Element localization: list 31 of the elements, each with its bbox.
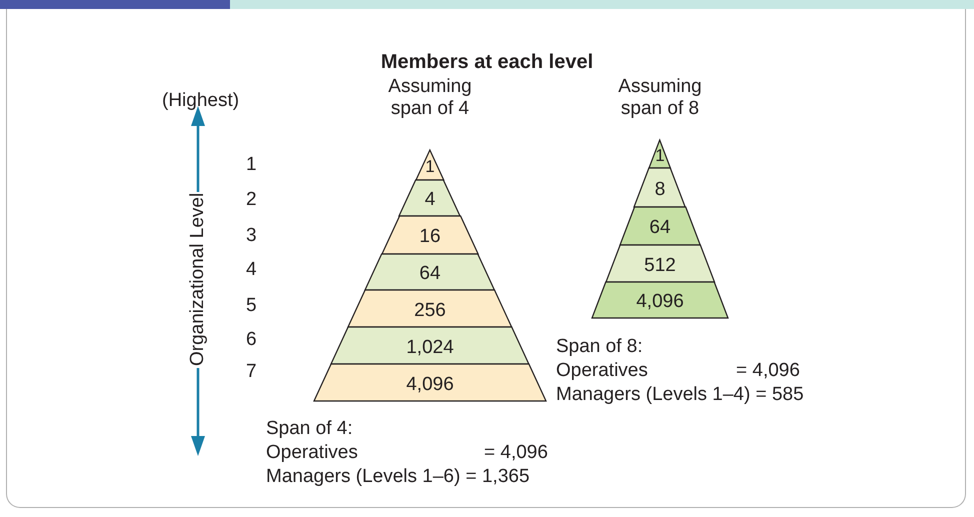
summary-text: Span of 8:: [556, 336, 643, 358]
level-number: 1: [246, 154, 257, 176]
pyramid-tier: 8: [634, 168, 686, 207]
pyramid-tier: 4,096: [314, 364, 546, 401]
summary-text: Span of 4:: [266, 418, 353, 440]
pyramid-tier: 1: [416, 150, 444, 180]
level-number: 6: [246, 329, 257, 351]
level-number: 7: [246, 361, 257, 383]
pyramid-tier: 64: [365, 254, 495, 290]
pyramid-tier: 4: [399, 180, 460, 216]
diagram-title: Members at each level: [380, 50, 594, 74]
level-number: 4: [246, 259, 257, 281]
summary-text: Managers (Levels 1–4) = 585: [556, 384, 804, 406]
level-number: 3: [246, 225, 257, 247]
axis-end-label: (Highest): [162, 90, 240, 112]
pyramid-tier: 512: [606, 245, 714, 282]
level-number: 2: [246, 189, 257, 211]
pyramid-tier: 4,096: [592, 282, 728, 318]
summary-text: Operatives: [266, 442, 358, 464]
pyramid-tier: 64: [620, 207, 700, 245]
pyramid-heading: Assuming span of 8: [617, 76, 703, 120]
summary-text: = 4,096: [736, 360, 800, 382]
summary-text: = 4,096: [484, 442, 548, 464]
pyramid-tier: 256: [348, 290, 512, 327]
pyramid-tier: 1,024: [331, 327, 529, 364]
pyramid-heading: Assuming span of 4: [387, 76, 473, 120]
pyramid-tier: 16: [382, 216, 478, 254]
summary-text: Operatives: [556, 360, 648, 382]
axis-label: Organizational Level: [186, 194, 209, 366]
level-number: 5: [246, 295, 257, 317]
summary-text: Managers (Levels 1–6) = 1,365: [266, 466, 530, 488]
